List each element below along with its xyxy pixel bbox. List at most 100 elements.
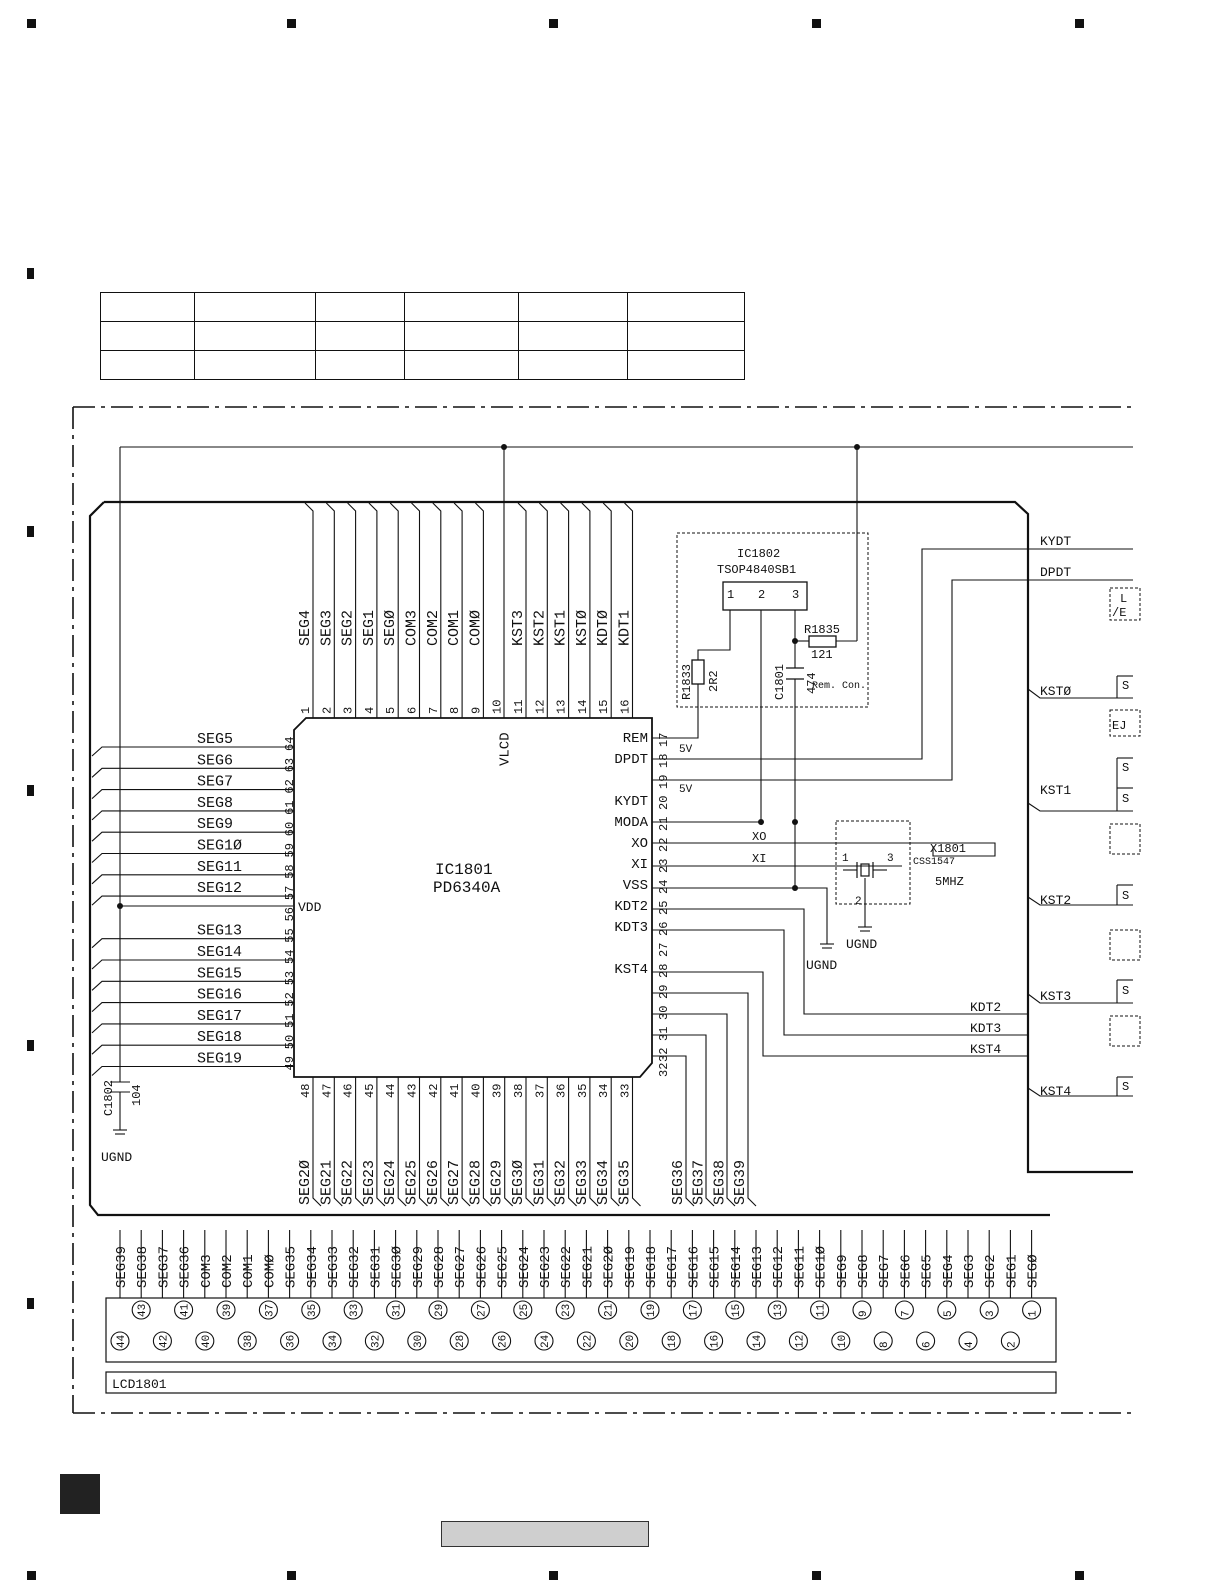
- lcd-pin-number: 41: [180, 1303, 192, 1317]
- lcd-pin-signal: SEG35: [284, 1246, 300, 1288]
- top-pin-number: 13: [555, 700, 569, 714]
- top-pin-signal: SEG2: [340, 610, 357, 646]
- lcd-pin-signal: SEG1: [1004, 1254, 1020, 1288]
- lcd-pin-signal: SEG21: [580, 1246, 596, 1288]
- bottom-pin-signal: SEG35: [617, 1160, 634, 1205]
- net-kst4-bus: KST4: [970, 1042, 1001, 1057]
- lcd-pin-circle: [428, 1300, 448, 1320]
- pin-line: [453, 502, 463, 718]
- right-pin-number: 25: [657, 901, 671, 915]
- bottom-pin-number: 46: [342, 1084, 356, 1098]
- left-pin-signal: SEG16: [197, 987, 242, 1004]
- pin-line: [91, 831, 294, 842]
- bottom-pin-signal: SEG34: [595, 1160, 612, 1205]
- top-pin-number: 15: [597, 700, 611, 714]
- left-pin-signal: SEG14: [197, 944, 242, 961]
- net-kdt3: KDT3: [970, 1021, 1001, 1036]
- bottom-pin-number: 36: [555, 1084, 569, 1098]
- ic1802-pin-2: 2: [758, 588, 765, 602]
- lcd-pin-number: 31: [392, 1303, 404, 1317]
- bottom-pin-signal: SEG29: [489, 1160, 506, 1205]
- left-pin-signal: SEG7: [197, 774, 233, 791]
- lcd-pins: 44SEG3943SEG3842SEG3741SEG3640COM339COM2…: [110, 1230, 1042, 1351]
- left-pin-signal: SEG19: [197, 1051, 242, 1068]
- ic1801-bottom-pins: 48SEG2Ø47SEG2146SEG2245SEG2344SEG2443SEG…: [297, 1063, 749, 1207]
- right-pin-number: 32: [657, 1048, 671, 1062]
- lcd-pin-signal: SEG28: [432, 1246, 448, 1288]
- lcd-pin-circle: [343, 1300, 363, 1320]
- lcd-pin-number: 16: [710, 1335, 722, 1348]
- lcd-pin-number: 34: [328, 1334, 340, 1348]
- lcd-pin-number: 17: [688, 1304, 700, 1317]
- footer-bar: [441, 1521, 649, 1547]
- lcd-pin-circle: [152, 1331, 172, 1351]
- pin-line: [91, 959, 294, 970]
- pin-line: [538, 502, 548, 718]
- right-pin-number: 20: [657, 796, 671, 810]
- x1801-part: CSS1547: [913, 857, 955, 868]
- lcd-pin-number: 19: [646, 1304, 658, 1317]
- left-pin-number: 53: [283, 971, 297, 985]
- bottom-pin-number: 44: [384, 1084, 398, 1098]
- partial-label: S: [1122, 1080, 1129, 1094]
- net-5v-2: 5V: [679, 784, 693, 796]
- pin-line: [91, 938, 294, 949]
- bottom-pin-number: 42: [427, 1084, 441, 1098]
- bottom-pin-signal: SEG38: [711, 1160, 728, 1205]
- pin-line: [589, 1077, 599, 1207]
- pin-line: [91, 810, 294, 821]
- top-pin-signal: SEG1: [361, 610, 378, 646]
- top-pin-signal: COM3: [404, 610, 421, 646]
- lcd-pin-number: 20: [625, 1335, 637, 1348]
- lcd-pin-signal: SEG5: [920, 1254, 936, 1288]
- pin-line: [652, 1034, 715, 1207]
- lcd-pin-signal: COM3: [199, 1254, 215, 1288]
- pin-line: [517, 502, 527, 718]
- pin-line: [91, 767, 294, 778]
- pin-line: [440, 1077, 450, 1207]
- top-pin-signal: COMØ: [467, 610, 484, 646]
- pin-line: [91, 852, 294, 863]
- lcd-pin-signal: SEG31: [368, 1246, 384, 1288]
- right-pin-number: 27: [657, 943, 671, 957]
- lcd-pin-circle: [767, 1300, 787, 1320]
- lcd-pin-signal: SEG1Ø: [814, 1246, 830, 1288]
- x1801-pin-2: 2: [855, 896, 862, 908]
- right-pin-signal: KDT2: [614, 899, 648, 915]
- top-pin-number: 5: [384, 707, 398, 714]
- left-pin-number: 58: [283, 864, 297, 878]
- ugnd-x1801: UGND: [846, 937, 877, 952]
- lcd-pin-number: 44: [116, 1334, 128, 1348]
- left-pin-number: 59: [283, 843, 297, 857]
- lcd-pin-circle: [704, 1331, 724, 1351]
- right-pin-signal: KDT3: [614, 920, 648, 936]
- bottom-pin-number: 34: [597, 1084, 611, 1098]
- lcd-pin-number: 42: [158, 1335, 170, 1348]
- left-pin-number: 62: [283, 779, 297, 793]
- lcd-pin-number: 27: [476, 1304, 488, 1317]
- top-pin-signal: SEGØ: [382, 610, 399, 646]
- lcd-pin-number: 2: [1006, 1341, 1018, 1348]
- pin-line: [418, 1077, 428, 1207]
- lcd-pin-circle: [619, 1331, 639, 1351]
- left-pin-number: 56: [283, 907, 297, 921]
- c1802-value: 104: [130, 1084, 144, 1106]
- top-pin-signal: COM1: [446, 610, 463, 646]
- lcd-pin-signal: SEG39: [114, 1246, 130, 1288]
- lcd-pin-signal: SEG11: [792, 1246, 808, 1288]
- lcd-pin-signal: SEG34: [305, 1246, 321, 1288]
- corner-mark: [812, 19, 821, 28]
- left-pin-signal: SEG12: [197, 880, 242, 897]
- lcd-pin-signal: SEG37: [156, 1246, 172, 1288]
- row-mark: [27, 1298, 34, 1309]
- lcd-pin-circle: [682, 1300, 702, 1320]
- net-kst2: KST2: [1040, 893, 1071, 908]
- top-pin-number: 1: [299, 707, 313, 714]
- net-kst0: KSTØ: [1040, 684, 1071, 699]
- top-pin-number: 14: [576, 700, 590, 714]
- lcd-pin-circle: [174, 1300, 194, 1320]
- corner-mark: [549, 1571, 558, 1580]
- lcd-pin-signal: SEG4: [941, 1254, 957, 1288]
- corner-mark: [287, 1571, 296, 1580]
- lcd-pin-signal: SEG32: [347, 1246, 363, 1288]
